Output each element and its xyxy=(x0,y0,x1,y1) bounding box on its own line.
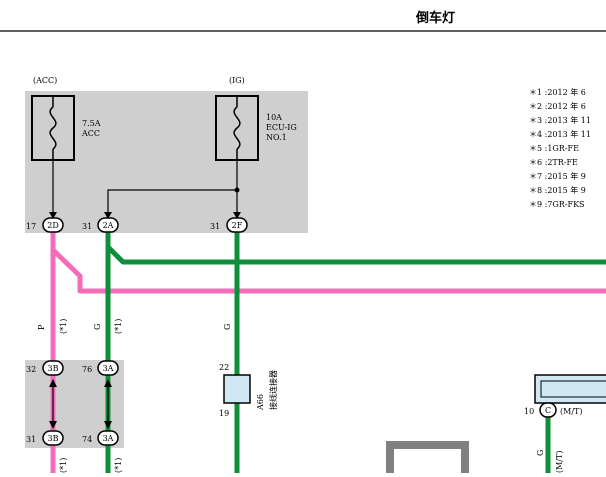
note-item: ＊7 :2015 年 9 xyxy=(529,171,586,181)
note-item: ＊1 :2012 年 6 xyxy=(529,87,586,97)
fuse-ig-name: ECU-IG xyxy=(266,123,297,132)
note-item: ＊6 :2TR-FE xyxy=(529,158,578,167)
note-item: ＊3 :2013 年 11 xyxy=(529,115,591,125)
svg-text:2D: 2D xyxy=(47,221,59,230)
connector-c-note: (M/T) xyxy=(560,407,582,416)
label-note-2: (*1) xyxy=(114,319,123,334)
connector-2a: 2A xyxy=(97,217,119,233)
arrow-3a-up xyxy=(104,379,112,387)
label-note-3: (*1) xyxy=(59,458,68,473)
arrow-2a xyxy=(104,212,112,219)
fuse-ig-source: (IG) xyxy=(229,76,245,85)
junction-name: 接线连接器 xyxy=(268,370,278,410)
connector-3a-top: 3A xyxy=(97,360,119,376)
connector-2d: 2D xyxy=(42,217,64,233)
arrow-2d xyxy=(49,212,57,219)
note-item: ＊9 :7GR-FKS xyxy=(529,200,585,209)
label-mt: (M/T) xyxy=(555,451,564,473)
fuse-ig-icon xyxy=(233,106,241,150)
note-item: ＊2 :2012 年 6 xyxy=(529,101,586,111)
arrow-3b-up xyxy=(49,379,57,387)
fuse-acc-name: ACC xyxy=(81,129,100,138)
svg-text:2A: 2A xyxy=(103,221,114,230)
label-green-g: G xyxy=(93,324,102,330)
pin-32: 32 xyxy=(26,365,36,374)
connector-2f: 2F xyxy=(226,217,248,233)
note-item: ＊4 :2013 年 11 xyxy=(529,129,591,139)
pin-74: 74 xyxy=(82,435,92,444)
note-item: ＊8 :2015 年 9 xyxy=(529,185,586,195)
notes-list: ＊1 :2012 年 6 ＊2 :2012 年 6 ＊3 :2013 年 11 … xyxy=(529,87,591,209)
connector-3b-bottom: 3B xyxy=(42,430,64,446)
fuse-acc-icon xyxy=(49,106,57,150)
connector-3b-top: 3B xyxy=(42,360,64,376)
svg-text:C: C xyxy=(545,406,551,415)
connector-c: C xyxy=(539,402,557,418)
arrow-2f xyxy=(233,212,241,219)
fuse-ig-name-2: NO.1 xyxy=(266,133,287,142)
pin-31-3b: 31 xyxy=(26,435,36,444)
splice-point xyxy=(234,187,240,193)
svg-text:3B: 3B xyxy=(48,434,59,443)
fuse-acc-source: (ACC) xyxy=(33,76,57,85)
connector-3a-bottom: 3A xyxy=(97,430,119,446)
label-note-1: (*1) xyxy=(59,319,68,334)
pin-76: 76 xyxy=(82,365,92,374)
relay-block-top xyxy=(25,91,308,233)
label-green-g-2: G xyxy=(223,324,232,330)
pin-17: 17 xyxy=(26,222,36,231)
wire-pink xyxy=(50,232,606,294)
label-note-4: (*1) xyxy=(114,458,123,473)
svg-text:3A: 3A xyxy=(103,364,114,373)
label-pink-p: P xyxy=(37,324,46,330)
junction-id: A66 xyxy=(256,394,265,411)
junction-pin-22: 22 xyxy=(219,363,229,372)
fuse-ig-rating: 10A xyxy=(266,113,282,122)
note-item: ＊5 :1GR-FE xyxy=(529,144,579,153)
component-outline xyxy=(386,441,469,473)
svg-text:3A: 3A xyxy=(103,434,114,443)
junction-connector-a66 xyxy=(223,374,251,404)
pin-31-2f: 31 xyxy=(210,222,220,231)
page-title: 倒车灯 xyxy=(415,10,455,26)
svg-text:2F: 2F xyxy=(232,221,243,230)
junction-pin-19: 19 xyxy=(219,409,229,418)
arrow-3a-down xyxy=(104,421,112,429)
svg-text:3B: 3B xyxy=(48,364,59,373)
right-component xyxy=(534,374,606,404)
pin-31-2a: 31 xyxy=(82,222,92,231)
arrow-3b-down xyxy=(49,421,57,429)
pin-10: 10 xyxy=(524,407,534,416)
wire-green-branch xyxy=(105,232,606,265)
fuse-acc-rating: 7.5A xyxy=(82,119,101,128)
label-green-g-3: G xyxy=(536,450,545,456)
